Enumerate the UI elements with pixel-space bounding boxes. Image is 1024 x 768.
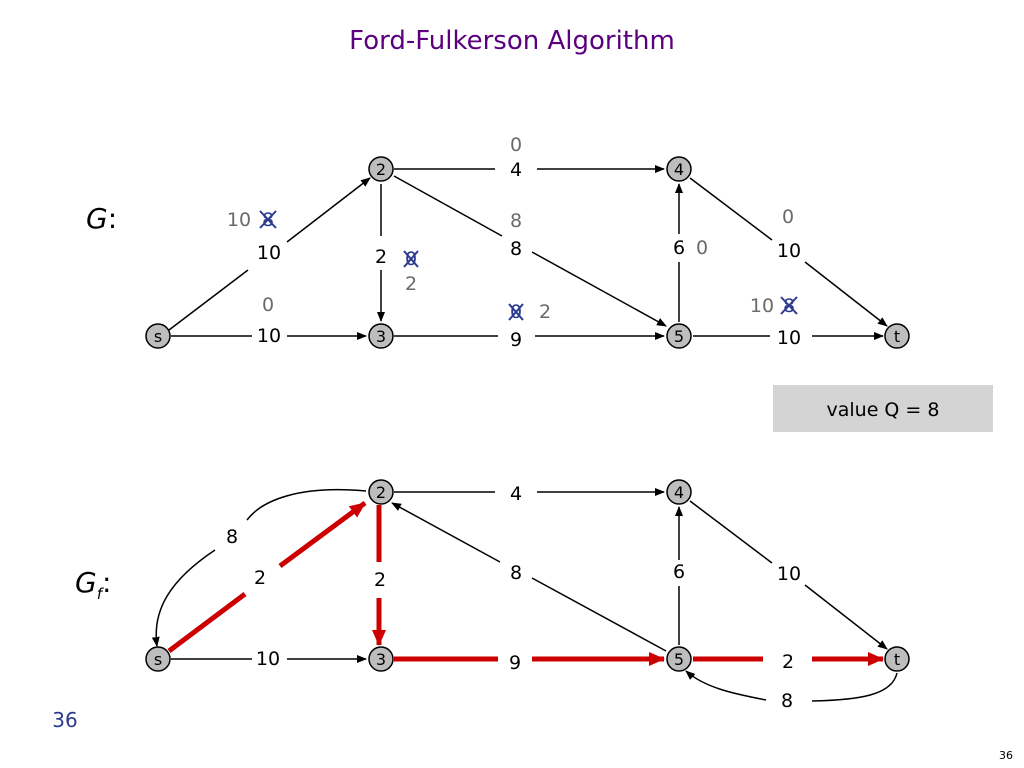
- edge-2-4-capacity: 4: [510, 159, 522, 181]
- svg-text:3: 3: [376, 650, 386, 669]
- edge-back-2-s-b: [151, 549, 216, 647]
- edge-3-5-residual: 9: [509, 652, 521, 674]
- svg-text:t: t: [894, 327, 900, 346]
- edge-5-4-residual: 6: [673, 561, 685, 583]
- svg-text:2: 2: [376, 483, 386, 502]
- edge-3-5-capacity: 9: [510, 329, 522, 351]
- edge-back-t-5-residual: 8: [781, 690, 793, 712]
- node-t: t: [884, 323, 910, 349]
- svg-text:s: s: [154, 327, 162, 346]
- edge-2-5: [393, 175, 503, 237]
- edge-s-2: [168, 269, 249, 331]
- edge-back-t-5-b: [685, 670, 767, 701]
- edge-s-3-residual: 10: [256, 648, 280, 670]
- edge-5-t-old-flow: 10: [750, 295, 774, 317]
- edge-back-t-5: [811, 672, 898, 702]
- edge-2-3-capacity: 2: [375, 246, 387, 268]
- edge-4-t-b: [804, 584, 888, 650]
- edge-5-2: [531, 577, 667, 652]
- edge-s-3-capacity: 10: [257, 325, 281, 347]
- edge-5-t-capacity: 10: [777, 327, 801, 349]
- node-2: 2: [368, 479, 394, 505]
- slide-number: 36: [999, 749, 1013, 762]
- edge-5-t-residual: 2: [782, 651, 794, 673]
- edge-4-t-residual: 10: [777, 563, 801, 585]
- node-2: 2: [368, 156, 394, 182]
- svg-text:s: s: [154, 650, 162, 669]
- edge-back-2-s-capacity: 8: [226, 526, 238, 548]
- svg-text:5: 5: [674, 327, 684, 346]
- node-s: s: [145, 646, 171, 672]
- node-4: 4: [666, 479, 692, 505]
- edge-s-2-path: [167, 592, 247, 653]
- edge-5-4-flow: 0: [696, 237, 708, 259]
- graph-gf: Gf: 8 2 10 4 2 8 6 10: [75, 479, 910, 712]
- svg-text:3: 3: [376, 327, 386, 346]
- edge-5-4-capacity: 6: [673, 237, 685, 259]
- edge-4-t: [689, 177, 773, 241]
- edge-2-5-capacity: 8: [510, 238, 522, 260]
- svg-text:5: 5: [674, 650, 684, 669]
- edge-4-t-capacity: 10: [777, 240, 801, 262]
- flow-value-text: value Q = 8: [827, 399, 940, 421]
- page-number: 36: [52, 708, 77, 732]
- edge-back-2-s: [246, 488, 367, 521]
- edge-2-3-residual: 2: [374, 569, 386, 591]
- edge-s-2-residual: 2: [254, 567, 266, 589]
- svg-text:4: 4: [674, 160, 684, 179]
- edge-s-3-flow: 0: [262, 294, 274, 316]
- edge-s-2-old-flow: 10: [227, 209, 251, 231]
- edge-4-t-flow: 0: [782, 206, 794, 228]
- graph-gf-label: Gf:: [75, 566, 111, 603]
- graph-g-label: G:: [86, 202, 117, 235]
- edge-4-t-b: [804, 261, 888, 327]
- edge-s-2-path-b: [278, 500, 367, 569]
- node-4: 4: [666, 156, 692, 182]
- node-t: t: [884, 646, 910, 672]
- edge-4-t: [689, 500, 773, 564]
- slide-title: Ford-Fulkerson Algorithm: [349, 26, 675, 56]
- edge-2-5-flow: 8: [510, 210, 522, 232]
- edge-2-4-residual: 4: [510, 483, 522, 505]
- edge-3-5-flow: 2: [539, 301, 551, 323]
- node-3: 3: [368, 323, 394, 349]
- node-5: 5: [666, 323, 692, 349]
- edge-s-2-b: [286, 177, 371, 243]
- edge-s-2-capacity: 10: [257, 242, 281, 264]
- node-s: s: [145, 323, 171, 349]
- edge-2-5-b: [531, 251, 667, 327]
- svg-text:4: 4: [674, 483, 684, 502]
- svg-text:2: 2: [376, 160, 386, 179]
- edge-2-3-flow: 2: [405, 273, 417, 295]
- edge-2-4-flow: 0: [510, 134, 522, 156]
- node-5: 5: [666, 646, 692, 672]
- graph-g: G: 10 8 10 0 10 0 4 2 0 2 8 8 0: [86, 134, 910, 351]
- flow-value-box: value Q = 8: [773, 385, 993, 432]
- edge-5-2-b: [391, 502, 501, 563]
- edge-5-2-residual: 8: [510, 562, 522, 584]
- node-3: 3: [368, 646, 394, 672]
- svg-text:t: t: [894, 650, 900, 669]
